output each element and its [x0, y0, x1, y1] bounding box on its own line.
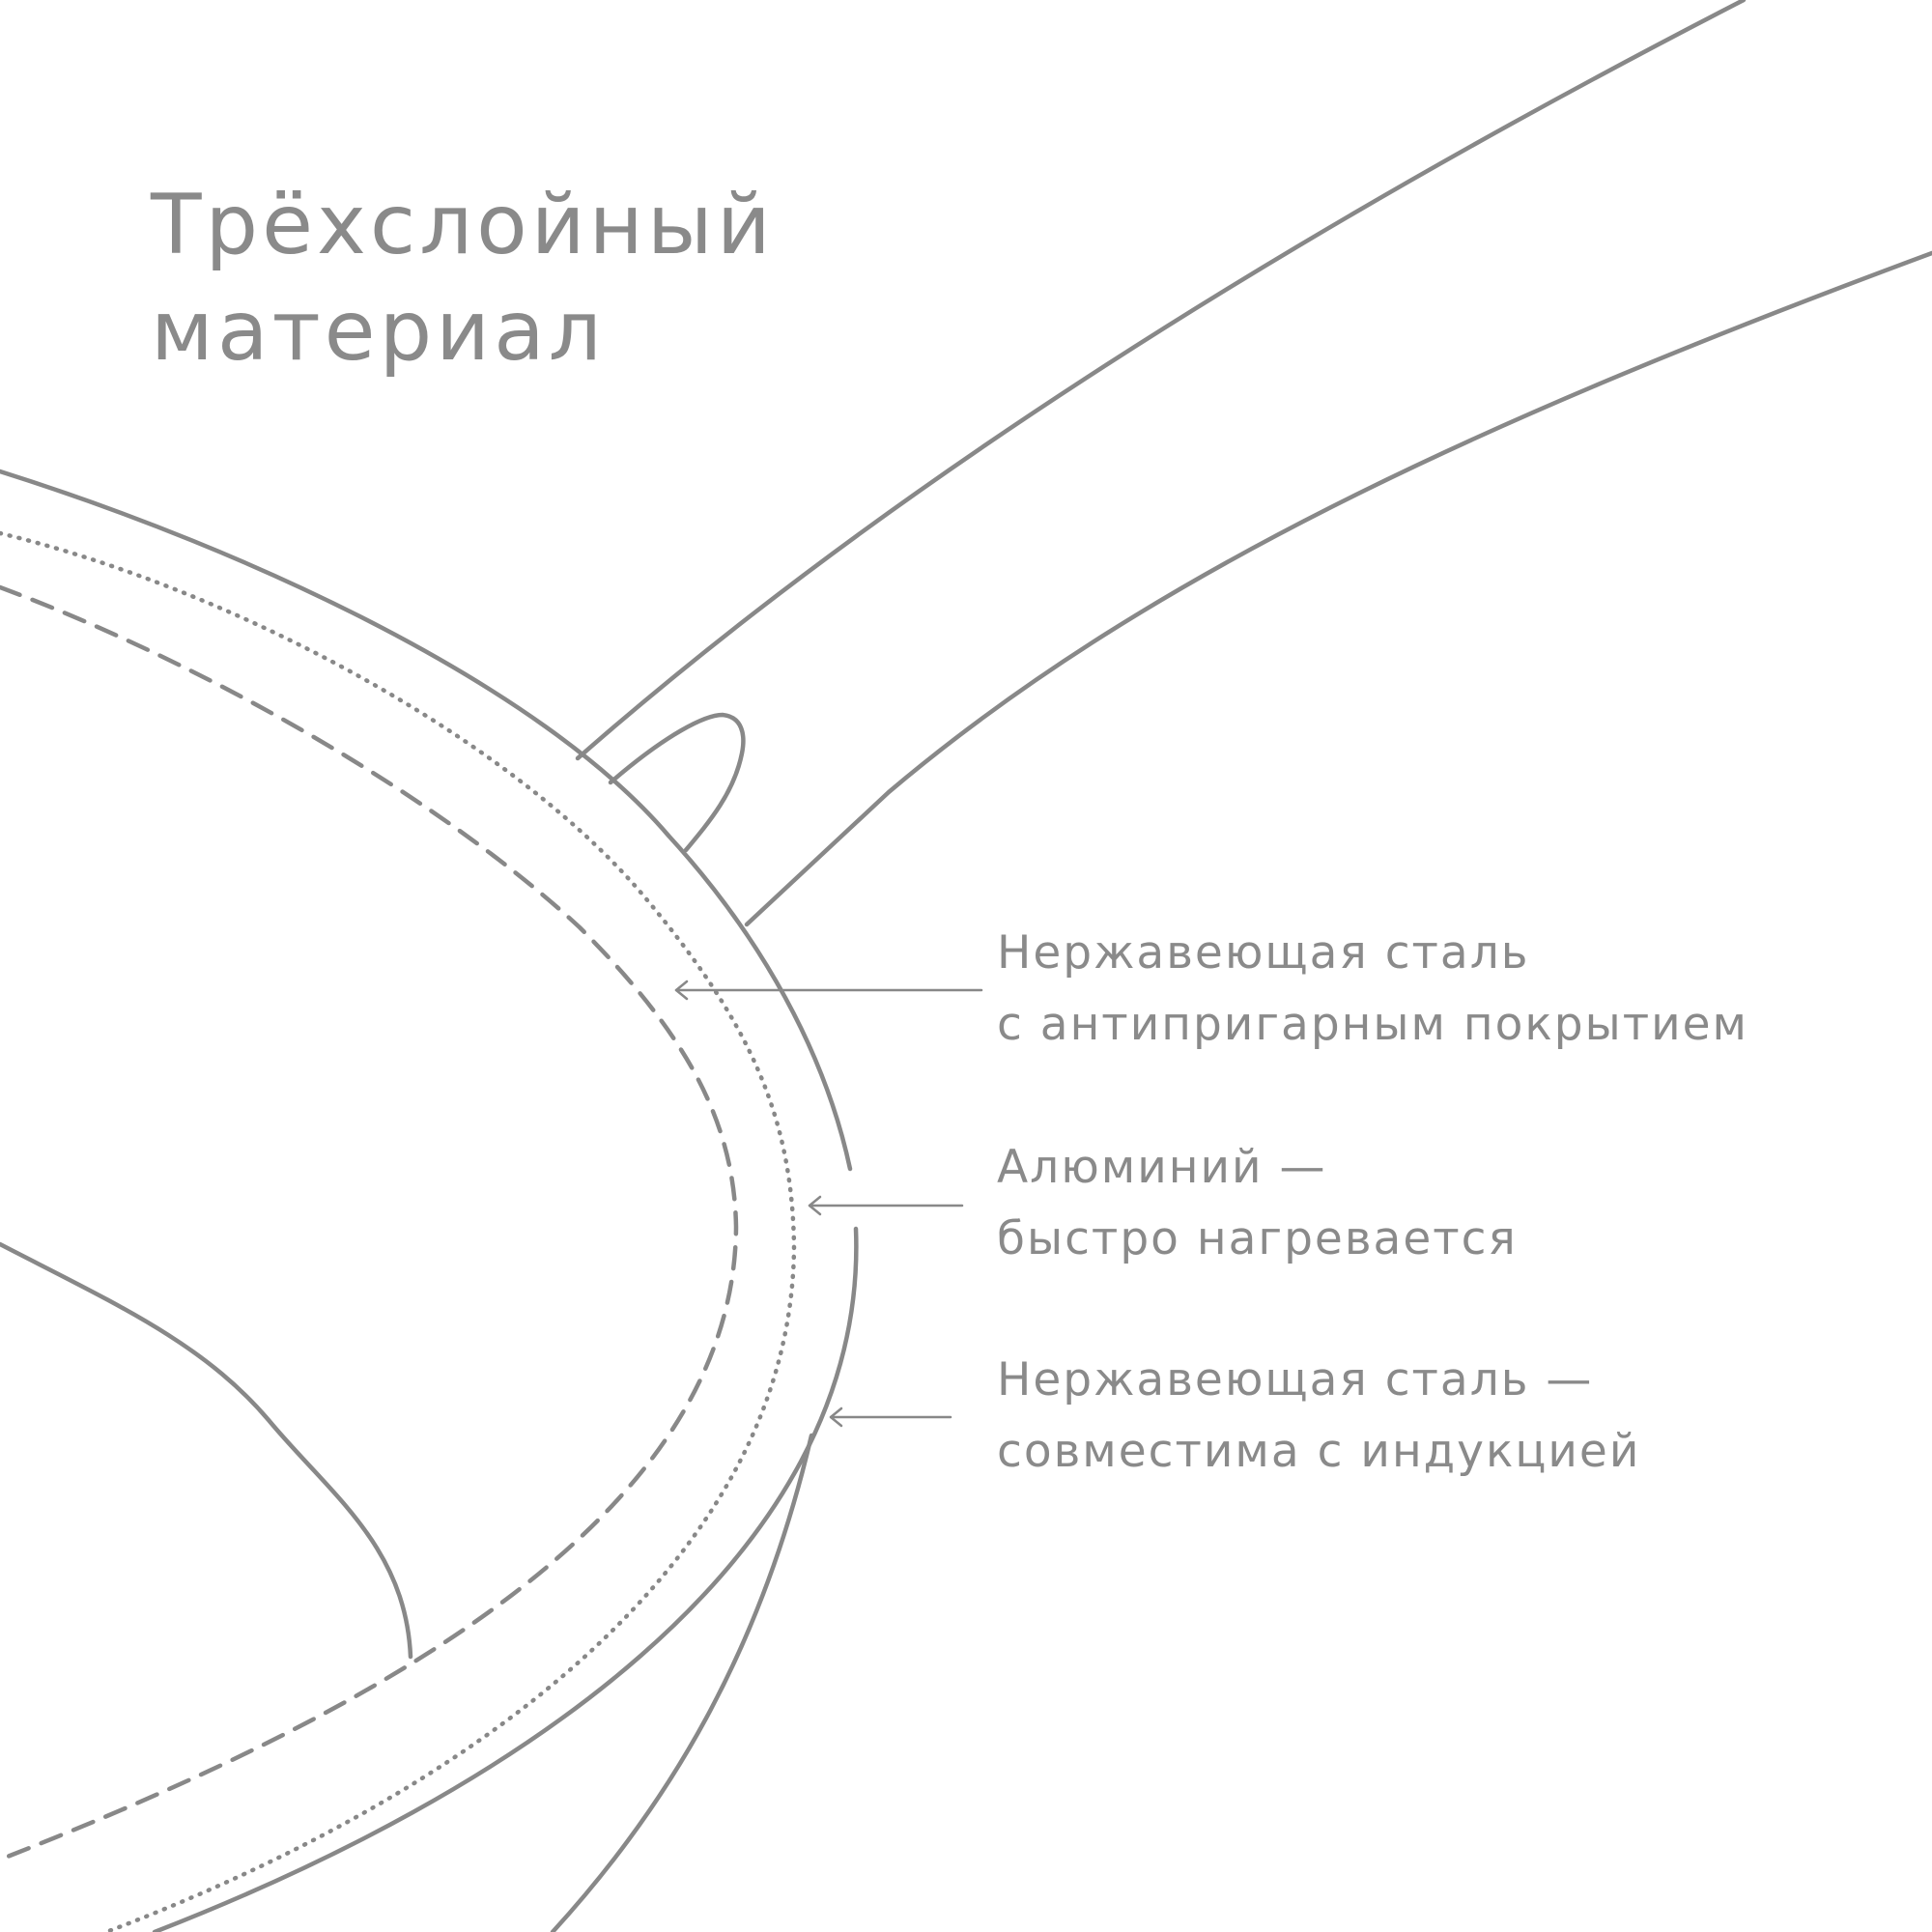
layer-label-induction-steel: Нержавеющая сталь — совместима с индукци… — [997, 1345, 1640, 1488]
layer-label-induction-steel-line-1: Нержавеющая сталь — — [997, 1353, 1594, 1406]
nonstick-coating-layer — [0, 584, 739, 1862]
arrow-2-head — [808, 1195, 822, 1216]
layer-label-induction-steel-line-2: совместима с индукцией — [997, 1425, 1641, 1478]
handle-rivet — [608, 712, 746, 853]
layer-label-nonstick-steel: Нержавеющая сталь с антипригарным покрыт… — [997, 918, 1748, 1061]
layer-label-aluminium-line-2: быстро нагревается — [997, 1212, 1518, 1265]
pan-base-edge — [550, 1433, 814, 1932]
handle-lower-edge — [744, 250, 1932, 927]
arrow-1-head — [674, 980, 689, 1001]
layer-label-aluminium-line-1: Алюминий — — [997, 1141, 1327, 1194]
page-title-line-2: материал — [151, 283, 606, 380]
outer-steel-layer-lower — [152, 1226, 859, 1932]
aluminium-layer — [0, 530, 797, 1932]
arrow-3-head — [829, 1406, 843, 1428]
page-title: Трёхслойный материал — [151, 172, 775, 384]
outer-steel-layer — [0, 469, 853, 1172]
pan-inner-wall — [0, 1241, 413, 1660]
page-title-line-1: Трёхслойный — [151, 177, 775, 273]
layer-label-nonstick-steel-line-1: Нержавеющая сталь — [997, 926, 1530, 980]
handle-upper-edge — [575, 0, 1747, 761]
layer-label-aluminium: Алюминий — быстро нагревается — [997, 1132, 1518, 1275]
layer-label-nonstick-steel-line-2: с антипригарным покрытием — [997, 998, 1749, 1051]
